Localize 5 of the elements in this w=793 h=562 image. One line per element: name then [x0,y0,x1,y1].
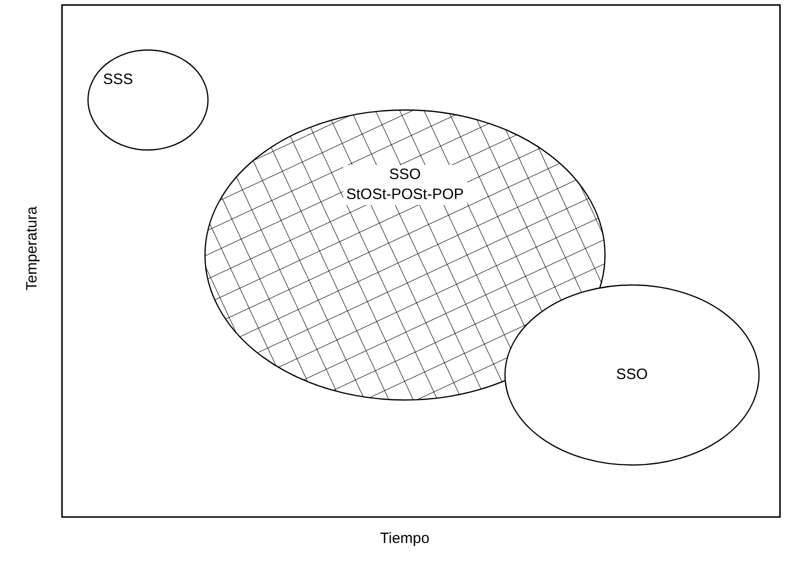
region-label: SSS [103,70,133,90]
region-label: SSO [616,365,648,385]
region-label: SSO StOSt-POSt-POP [343,165,467,205]
axis-title: Temperatura [24,206,41,291]
axis-title: Tiempo [380,530,430,547]
